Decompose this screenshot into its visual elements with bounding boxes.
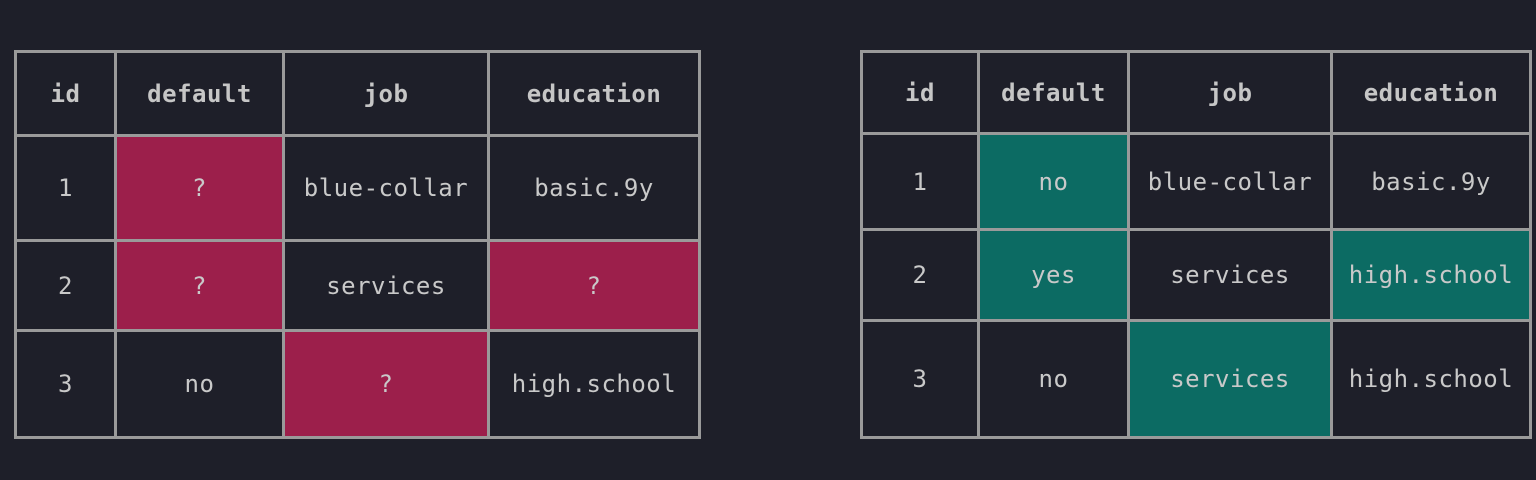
- table-row: 3 no services high.school: [860, 319, 1532, 439]
- header-education: education: [1330, 50, 1532, 135]
- cell-education: basic.9y: [1330, 132, 1532, 231]
- cell-default-missing: ?: [114, 134, 285, 242]
- cell-education-imputed: high.school: [1330, 228, 1532, 322]
- cell-default: no: [977, 319, 1130, 439]
- table-row: 3 no ? high.school: [14, 329, 701, 439]
- cell-id: 3: [14, 329, 117, 439]
- cell-job: services: [282, 239, 490, 332]
- cell-job-missing: ?: [282, 329, 490, 439]
- cell-default-missing: ?: [114, 239, 285, 332]
- cell-id: 1: [860, 132, 980, 231]
- header-job: job: [1127, 50, 1333, 135]
- cell-id: 1: [14, 134, 117, 242]
- header-default: default: [114, 50, 285, 137]
- cell-education: basic.9y: [487, 134, 701, 242]
- header-id: id: [860, 50, 980, 135]
- cell-education: high.school: [487, 329, 701, 439]
- table-row: 2 ? services ?: [14, 239, 701, 332]
- cell-job-imputed: services: [1127, 319, 1333, 439]
- cell-id: 2: [14, 239, 117, 332]
- cell-education: high.school: [1330, 319, 1532, 439]
- cell-default: no: [114, 329, 285, 439]
- cell-education-missing: ?: [487, 239, 701, 332]
- header-default: default: [977, 50, 1130, 135]
- cell-job: blue-collar: [1127, 132, 1333, 231]
- header-row: id default job education: [14, 50, 701, 137]
- table-row: 2 yes services high.school: [860, 228, 1532, 322]
- header-id: id: [14, 50, 117, 137]
- table-row: 1 ? blue-collar basic.9y: [14, 134, 701, 242]
- cell-job: blue-collar: [282, 134, 490, 242]
- missing-values-table: id default job education 1 ? blue-collar…: [14, 50, 701, 439]
- cell-id: 2: [860, 228, 980, 322]
- cell-default-imputed: no: [977, 132, 1130, 231]
- header-row: id default job education: [860, 50, 1532, 135]
- imputed-values-table: id default job education 1 no blue-colla…: [860, 50, 1532, 439]
- table-row: 1 no blue-collar basic.9y: [860, 132, 1532, 231]
- header-job: job: [282, 50, 490, 137]
- cell-id: 3: [860, 319, 980, 439]
- cell-default-imputed: yes: [977, 228, 1130, 322]
- cell-job: services: [1127, 228, 1333, 322]
- header-education: education: [487, 50, 701, 137]
